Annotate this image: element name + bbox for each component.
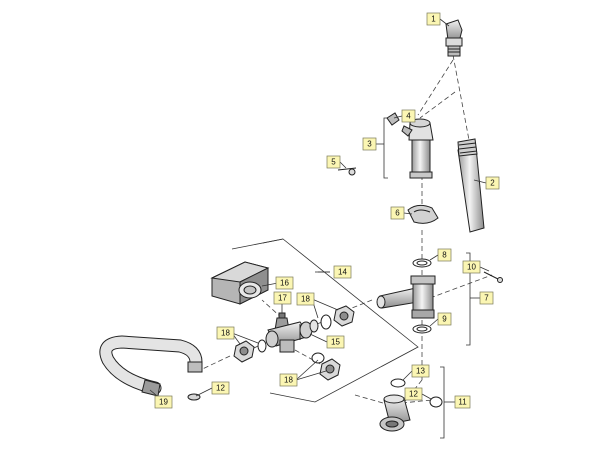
part-1-elbow-connector <box>445 19 463 57</box>
svg-text:3: 3 <box>367 140 372 149</box>
part-6-spring-clip <box>407 204 439 224</box>
callout-12-left: 12 <box>211 381 230 395</box>
svg-text:11: 11 <box>458 398 467 407</box>
svg-text:14: 14 <box>338 268 347 277</box>
callout-11: 11 <box>454 395 471 409</box>
callout-3: 3 <box>362 137 377 151</box>
part-15-cross-fitting <box>265 321 313 353</box>
part-8-o-ring <box>412 258 432 268</box>
part-13-ring <box>390 378 406 388</box>
callout-15: 15 <box>326 335 345 349</box>
part-18-nut-left <box>233 339 267 363</box>
part-2-ribbed-tube <box>457 138 485 233</box>
svg-text:10: 10 <box>467 263 476 272</box>
callout-9: 9 <box>437 312 452 326</box>
callout-14: 14 <box>333 265 352 279</box>
callout-13: 13 <box>411 364 430 378</box>
callout-1: 1 <box>426 12 441 26</box>
svg-text:5: 5 <box>331 158 336 167</box>
callout-16: 16 <box>275 276 294 290</box>
svg-text:8: 8 <box>442 251 447 260</box>
callout-10: 10 <box>462 260 481 274</box>
callout-19: 19 <box>154 395 173 409</box>
svg-text:1: 1 <box>431 15 436 24</box>
svg-text:18: 18 <box>221 329 230 338</box>
callout-4: 4 <box>401 109 416 123</box>
svg-text:2: 2 <box>490 179 495 188</box>
part-7-t-fitting <box>376 275 436 319</box>
callout-18-lower: 18 <box>279 373 298 387</box>
callout-5: 5 <box>326 155 341 169</box>
svg-text:16: 16 <box>280 279 289 288</box>
svg-text:9: 9 <box>442 315 447 324</box>
part-5-pin <box>337 167 357 176</box>
part-11-elbow-union <box>379 394 411 432</box>
part-4-small-clip <box>386 112 400 126</box>
callout-18-upper: 18 <box>296 292 315 306</box>
svg-text:15: 15 <box>331 338 340 347</box>
svg-text:19: 19 <box>159 398 168 407</box>
callout-8: 8 <box>437 248 452 262</box>
svg-text:12: 12 <box>216 384 225 393</box>
svg-text:4: 4 <box>406 112 411 121</box>
leader-lines <box>149 18 490 403</box>
svg-text:18: 18 <box>301 295 310 304</box>
svg-text:17: 17 <box>278 294 287 303</box>
callout-12-right: 12 <box>404 387 423 401</box>
brackets <box>383 117 471 439</box>
callout-17: 17 <box>273 291 292 305</box>
svg-text:18: 18 <box>284 376 293 385</box>
callout-6: 6 <box>390 206 405 220</box>
part-18-nut-upper <box>309 305 355 333</box>
svg-text:6: 6 <box>395 209 400 218</box>
part-18-nut-lower <box>311 352 341 381</box>
callout-2: 2 <box>485 176 500 190</box>
part-9-o-ring <box>412 324 432 334</box>
svg-text:13: 13 <box>416 367 425 376</box>
part-3-clamp-pipe <box>401 118 434 179</box>
part-19-hose <box>99 335 203 397</box>
part-12-ring-right <box>429 396 443 408</box>
callout-7: 7 <box>479 291 494 305</box>
part-10-pin <box>483 271 503 283</box>
callout-18-left: 18 <box>216 326 235 340</box>
svg-text:7: 7 <box>484 294 489 303</box>
part-16-actuator-head <box>210 261 270 305</box>
svg-text:12: 12 <box>409 390 418 399</box>
